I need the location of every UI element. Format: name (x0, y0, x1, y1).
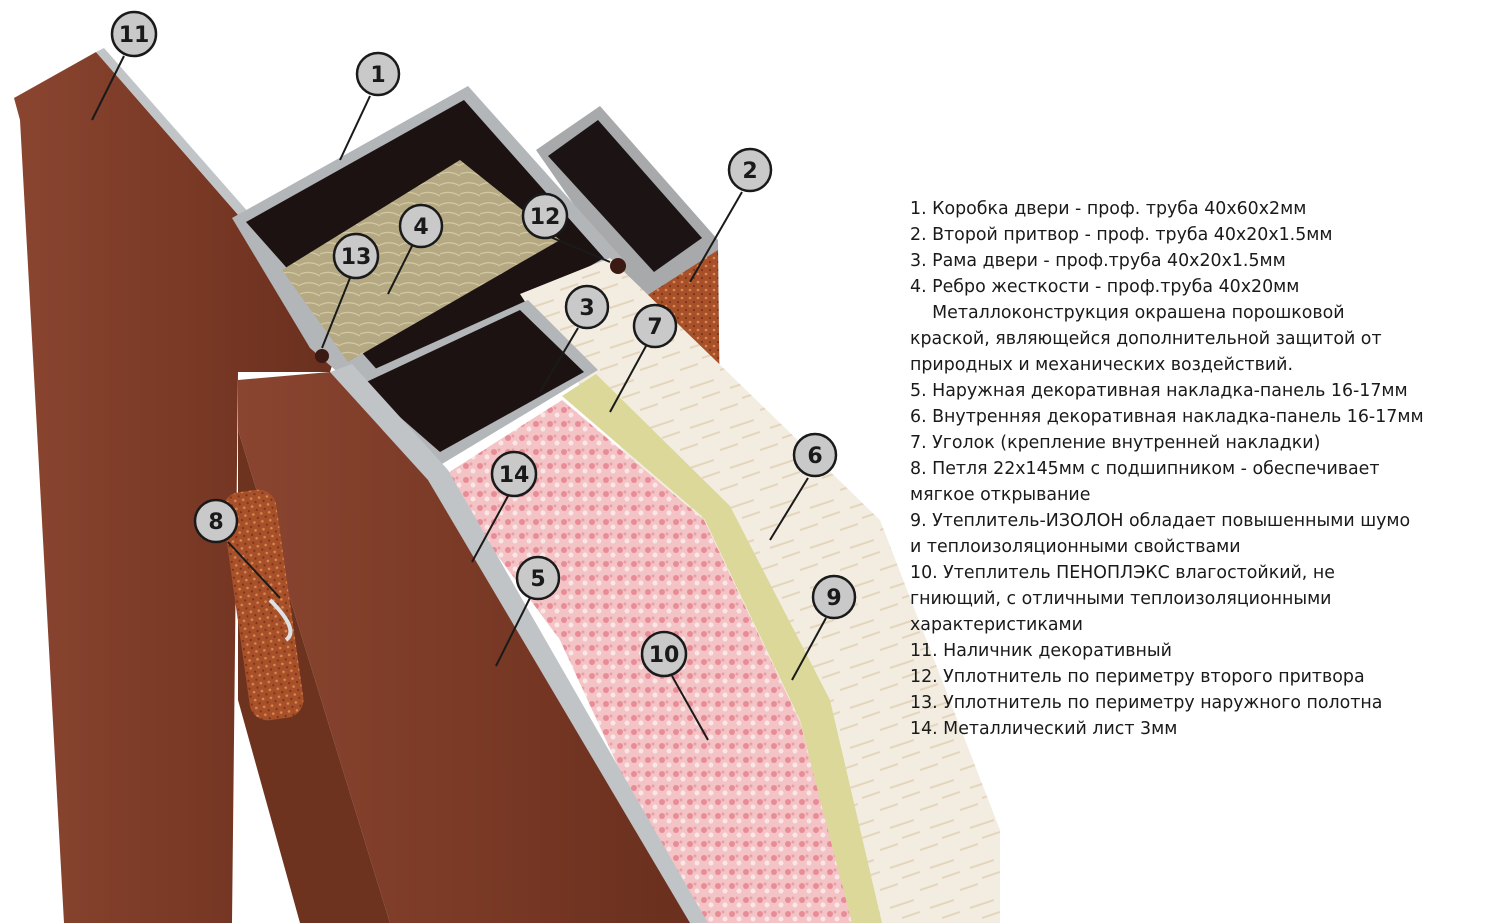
legend-line: гниющий, с отличными теплоизоляционными (910, 589, 1332, 609)
callout-11-label: 11 (119, 23, 150, 48)
seal-12 (610, 258, 626, 274)
callout-13-label: 13 (341, 245, 372, 270)
second-rebate-2-inner (548, 120, 702, 272)
callout-12-label: 12 (530, 205, 561, 230)
legend-line: 13. Уплотнитель по периметру наружного п… (910, 693, 1383, 713)
callout-4: 4 (398, 203, 444, 249)
callout-14-label: 14 (499, 463, 530, 488)
legend-line: 4. Ребро жесткости - проф.труба 40х20мм (910, 277, 1300, 297)
callout-11: 11 (110, 10, 158, 58)
callout-9-label: 9 (826, 586, 841, 611)
callout-13: 13 (332, 232, 380, 280)
leader-9 (791, 617, 827, 681)
legend-line: 2. Второй притвор - проф. труба 40х20х1.… (910, 225, 1333, 245)
callout-8-label: 8 (208, 510, 223, 535)
legend-line: Металлоконструкция окрашена порошковой (910, 303, 1345, 323)
legend-line: 14. Металлический лист 3мм (910, 719, 1178, 739)
casing-11 (14, 52, 342, 923)
leader-10 (671, 675, 709, 741)
callout-6: 6 (792, 432, 838, 478)
callout-4-label: 4 (413, 215, 428, 240)
leader-5 (495, 597, 531, 667)
legend-line: краской, являющейся дополнительной защит… (910, 329, 1382, 349)
legend-line: 8. Петля 22х145мм с подшипником - обеспе… (910, 459, 1380, 479)
leader-12 (547, 235, 611, 263)
leader-3 (539, 327, 579, 393)
legend-line: 6. Внутренняя декоративная накладка-пане… (910, 407, 1424, 427)
legend-line: 5. Наружная декоративная накладка-панель… (910, 381, 1408, 401)
legend-line: и теплоизоляционными свойствами (910, 537, 1241, 557)
callout-5-label: 5 (530, 567, 545, 592)
seal-13 (315, 349, 329, 363)
leader-7 (609, 345, 647, 413)
outer-panel-5 (238, 372, 690, 923)
callout-3-label: 3 (579, 296, 594, 321)
legend-line: 9. Утеплитель-ИЗОЛОН обладает повышенным… (910, 511, 1411, 531)
legend-line: 11. Наличник декоративный (910, 641, 1172, 661)
callout-14: 14 (490, 450, 538, 498)
callout-9: 9 (811, 574, 857, 620)
component-legend: 1. Коробка двери - проф. труба 40х60х2мм… (910, 196, 1485, 742)
callout-10-label: 10 (649, 643, 680, 668)
callout-8: 8 (193, 498, 239, 544)
stiffener-4-wool (282, 160, 560, 362)
leaf-frame-3-inner (362, 310, 584, 452)
legend-line: 3. Рама двери - проф.труба 40х20х1.5мм (910, 251, 1286, 271)
callout-2: 2 (727, 147, 773, 193)
legend-line: 12. Уплотнитель по периметру второго при… (910, 667, 1365, 687)
callout-12: 12 (521, 192, 569, 240)
callout-6-label: 6 (807, 444, 822, 469)
leader-2 (689, 191, 743, 283)
callout-5: 5 (515, 555, 561, 601)
callout-7: 7 (632, 303, 678, 349)
leader-4 (387, 245, 413, 295)
metal-sheet-14 (330, 364, 708, 923)
legend-line: природных и механических воздействий. (910, 355, 1294, 375)
legend-line: мягкое открывание (910, 485, 1091, 505)
leader-14 (471, 495, 509, 563)
isolon-9 (562, 374, 882, 923)
legend-line: 10. Утеплитель ПЕНОПЛЭКС влагостойкий, н… (910, 563, 1335, 583)
callout-1: 1 (355, 51, 401, 97)
leader-6 (769, 477, 809, 541)
leader-8 (227, 541, 281, 599)
callout-7-label: 7 (647, 315, 662, 340)
callout-2-label: 2 (742, 159, 757, 184)
hinge-8-pin (268, 598, 293, 642)
legend-line: 1. Коробка двери - проф. труба 40х60х2мм (910, 199, 1307, 219)
hinge-8 (222, 489, 304, 721)
callout-1-label: 1 (370, 63, 385, 88)
leader-1 (339, 95, 371, 161)
callout-3: 3 (564, 284, 610, 330)
leader-11 (91, 55, 125, 121)
legend-line: характеристиками (910, 615, 1083, 635)
legend-line: 7. Уголок (крепление внутренней накладки… (910, 433, 1321, 453)
callout-10: 10 (640, 630, 688, 678)
leader-13 (321, 277, 351, 349)
